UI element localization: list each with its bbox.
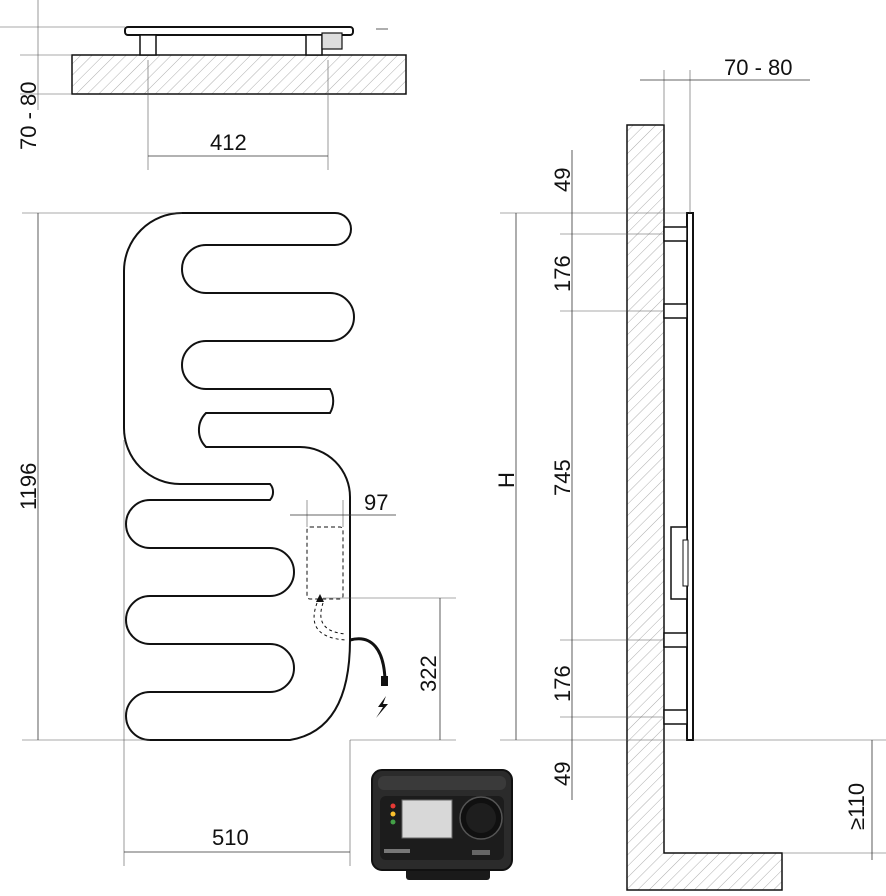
h-dimension-label: H bbox=[494, 472, 519, 488]
side-gap-top-label: 49 bbox=[550, 168, 575, 192]
side-bracket-1 bbox=[663, 226, 688, 242]
top-view: 70 - 80 412 bbox=[0, 0, 407, 170]
total-width-label: 510 bbox=[212, 825, 249, 850]
floor-clearance-label: ≥110 bbox=[844, 783, 869, 830]
top-connector-box bbox=[321, 32, 343, 50]
total-height-label: 1196 bbox=[16, 463, 41, 510]
side-bracket-3 bbox=[663, 632, 688, 648]
hidden-cable-path bbox=[320, 602, 347, 635]
side-gap-bottom-label: 49 bbox=[550, 762, 575, 786]
power-cable bbox=[349, 637, 387, 681]
side-gap-mid-label: 745 bbox=[550, 459, 575, 496]
hidden-cable-path-2 bbox=[313, 602, 347, 641]
top-bracket-right bbox=[305, 34, 323, 56]
arrow-up-icon bbox=[316, 594, 324, 602]
controller-height-label: 322 bbox=[416, 655, 441, 692]
side-view: 70 - 80 H 49 176 745 176 49 ≥110 bbox=[494, 55, 886, 891]
side-gap-2-label: 176 bbox=[550, 665, 575, 702]
side-mount-depth-label: 70 - 80 bbox=[724, 55, 793, 80]
controller-width-label: 97 bbox=[364, 490, 388, 515]
top-radiator-plate bbox=[124, 26, 354, 36]
side-gap-1-label: 176 bbox=[550, 255, 575, 292]
cable-plug bbox=[381, 676, 388, 686]
front-view: 1196 97 322 510 bbox=[16, 212, 456, 866]
top-bracket-left bbox=[139, 34, 157, 56]
side-bracket-2 bbox=[663, 303, 688, 319]
thermostat-controller-icon bbox=[371, 769, 513, 880]
top-mount-depth-label: 70 - 80 bbox=[16, 82, 41, 151]
side-bracket-4 bbox=[663, 709, 688, 725]
lightning-bolt-icon bbox=[376, 696, 388, 718]
side-radiator-plate bbox=[686, 212, 694, 741]
controller-display bbox=[401, 799, 453, 839]
hidden-controller-box bbox=[306, 526, 344, 600]
top-wall-section bbox=[71, 54, 407, 95]
bracket-spacing-label: 412 bbox=[210, 130, 247, 155]
radiator-outline bbox=[123, 212, 355, 741]
side-wall-section bbox=[626, 124, 783, 891]
